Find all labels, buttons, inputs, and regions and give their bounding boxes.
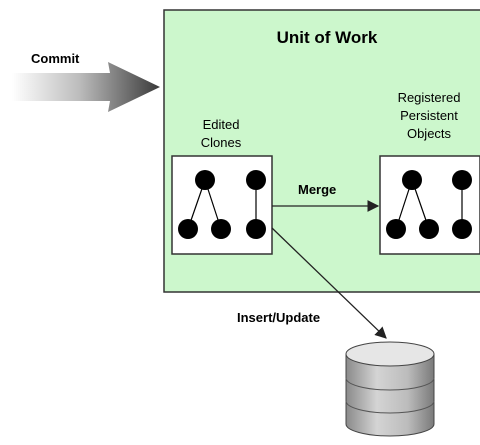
registered-node-mid [419, 219, 439, 239]
registered-objects-label-line2: Persistent [400, 108, 458, 123]
commit-arrow [12, 62, 160, 112]
edited-node-root [195, 170, 215, 190]
unit-of-work-title: Unit of Work [276, 28, 378, 47]
registered-objects-box [379, 155, 480, 255]
edited-node-left [178, 219, 198, 239]
edited-node-right-top [246, 170, 266, 190]
edited-clones-label-line2: Clones [200, 135, 242, 150]
registered-node-root [402, 170, 422, 190]
insert-update-label: Insert/Update [237, 310, 321, 325]
edited-clones-box [171, 155, 273, 255]
registered-node-right-top [452, 170, 472, 190]
merge-label: Merge [298, 182, 337, 197]
edited-node-right-bottom [246, 219, 266, 239]
registered-node-right-bottom [452, 219, 472, 239]
registered-objects-label-line3: Objects [406, 126, 452, 141]
edited-node-mid [211, 219, 231, 239]
insert-update-arrow [271, 227, 387, 339]
registered-objects-label-line1: Registered [397, 90, 461, 105]
registered-node-left [386, 219, 406, 239]
commit-label: Commit [31, 51, 80, 66]
edited-clones-label-line1: Edited [202, 117, 240, 132]
database-icon [345, 341, 435, 437]
